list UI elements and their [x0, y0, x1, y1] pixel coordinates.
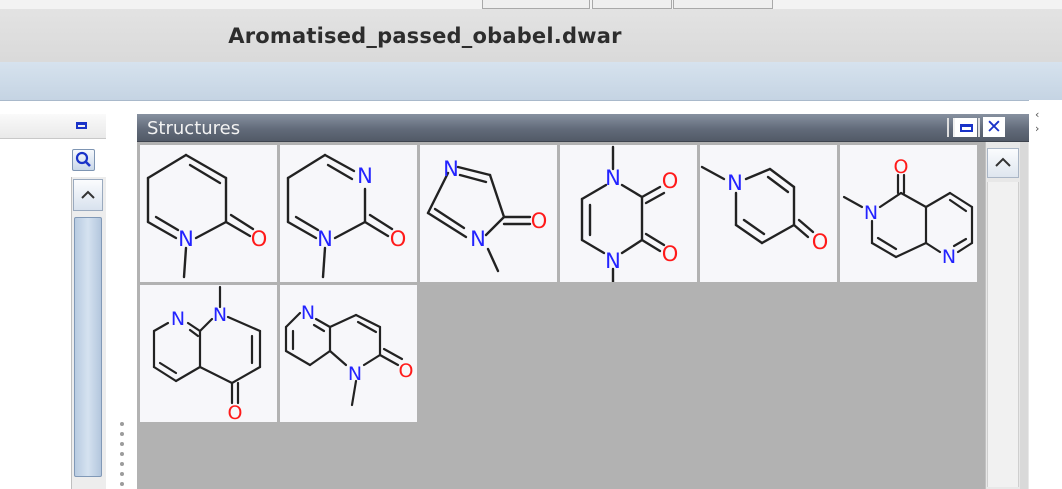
scroll-up-button[interactable]: [987, 148, 1019, 178]
scroll-thumb[interactable]: [987, 182, 1019, 487]
structure-cell[interactable]: N N O: [140, 285, 277, 422]
atom-label: N: [605, 249, 621, 273]
atom-label: N: [864, 202, 878, 224]
structures-panel-header: Structures ✕: [137, 114, 1029, 142]
top-tab-2[interactable]: [592, 0, 672, 9]
right-edge-panel: ‹ ›: [1029, 100, 1062, 489]
structure-drawing: N N O: [426, 157, 548, 273]
search-icon: [75, 151, 91, 167]
structure-cell[interactable]: N N O: [280, 145, 417, 282]
structure-cell[interactable]: N N O O: [560, 145, 697, 282]
structure-drawing: N N O O: [580, 145, 679, 282]
atom-label: N: [605, 166, 621, 190]
atom-label: O: [251, 227, 268, 251]
structure-cell[interactable]: N O: [140, 145, 277, 282]
left-panel-header: [0, 114, 106, 139]
search-button[interactable]: [72, 149, 95, 171]
window-titlebar: Aromatised_passed_obabel.dwar: [0, 0, 1062, 63]
scroll-rail[interactable]: [1020, 142, 1028, 489]
structures-panel: Structures ✕: [137, 114, 1029, 489]
window-title: Aromatised_passed_obabel.dwar: [228, 24, 622, 48]
toolbar-strip-top: [0, 0, 1062, 9]
structure-cell[interactable]: N O: [700, 145, 837, 282]
atom-label: N: [348, 363, 362, 385]
collapse-left-icon[interactable]: ‹: [1035, 108, 1040, 121]
atom-label: N: [213, 304, 227, 326]
structure-drawing: N O: [700, 165, 829, 254]
structures-scrollbar[interactable]: [985, 142, 1029, 489]
toolbar-area: [0, 62, 1062, 101]
structure-cell[interactable]: N N O: [420, 145, 557, 282]
structure-drawing: O N N: [842, 156, 974, 268]
atom-label: N: [470, 227, 486, 251]
atom-label: N: [443, 157, 459, 181]
atom-label: N: [178, 227, 194, 251]
top-tab-3[interactable]: [673, 0, 773, 9]
atom-label: N: [942, 246, 956, 268]
atom-label: O: [662, 169, 679, 193]
left-scroll-up-button[interactable]: [73, 179, 103, 211]
atom-label: N: [357, 164, 373, 188]
structure-drawing: N N O: [286, 153, 407, 279]
atom-label: O: [399, 360, 414, 382]
structure-drawing: N N O: [152, 285, 262, 422]
maximize-icon[interactable]: [953, 118, 977, 137]
structure-cell[interactable]: O N N: [840, 145, 977, 282]
chevron-up-icon: [81, 190, 95, 199]
structure-drawing: N N O: [284, 302, 414, 407]
splitter-grip[interactable]: [118, 420, 126, 488]
atom-label: O: [228, 402, 243, 422]
close-icon[interactable]: ✕: [983, 117, 1005, 137]
top-tab-1[interactable]: [482, 0, 590, 9]
maximize-icon[interactable]: [74, 119, 88, 131]
atom-label: N: [727, 171, 743, 195]
structure-grid: N O N N: [137, 142, 985, 489]
atom-label: O: [894, 156, 909, 178]
left-scrollbar[interactable]: [71, 177, 106, 489]
expand-right-icon[interactable]: ›: [1035, 122, 1040, 135]
chevron-up-icon: [995, 157, 1011, 167]
structures-panel-title: Structures: [147, 118, 241, 139]
atom-label: O: [662, 242, 679, 266]
structure-drawing: N O: [146, 153, 268, 279]
atom-label: O: [812, 230, 829, 254]
atom-label: N: [301, 302, 315, 324]
structure-cell[interactable]: N N O: [280, 285, 417, 422]
atom-label: O: [390, 227, 407, 251]
atom-label: N: [171, 308, 185, 330]
left-scroll-thumb[interactable]: [74, 217, 102, 477]
atom-label: O: [531, 209, 548, 233]
atom-label: N: [317, 227, 333, 251]
